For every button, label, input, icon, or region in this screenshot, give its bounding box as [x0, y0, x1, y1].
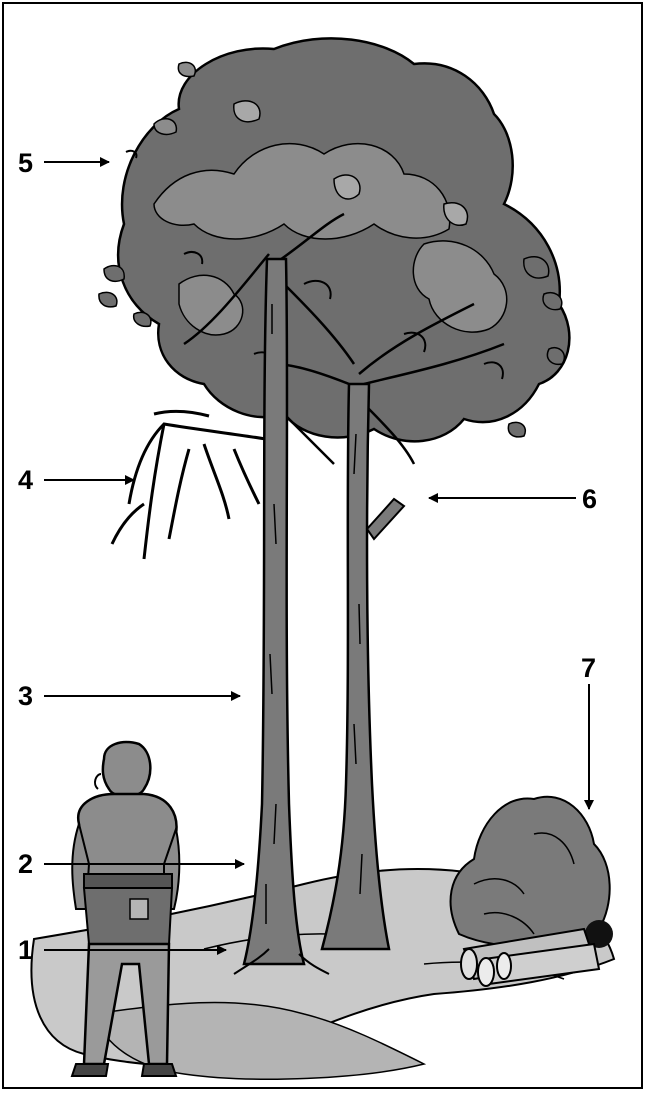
shrub: [451, 797, 613, 948]
callout-label-6: 6: [582, 484, 597, 514]
callout-label-7: 7: [581, 653, 596, 683]
callout-label-3: 3: [18, 681, 33, 711]
dead-branch: [112, 411, 266, 559]
callout-label-1: 1: [18, 935, 33, 965]
branch-stub: [367, 499, 404, 539]
tree-felling-illustration: 1 2 3 4 5 6 7: [4, 4, 643, 1089]
tree-crown: [99, 38, 569, 441]
callout-label-2: 2: [18, 849, 33, 879]
callout-label-5: 5: [18, 148, 33, 178]
callout-label-4: 4: [18, 465, 33, 495]
tree-trunk: [322, 384, 389, 949]
